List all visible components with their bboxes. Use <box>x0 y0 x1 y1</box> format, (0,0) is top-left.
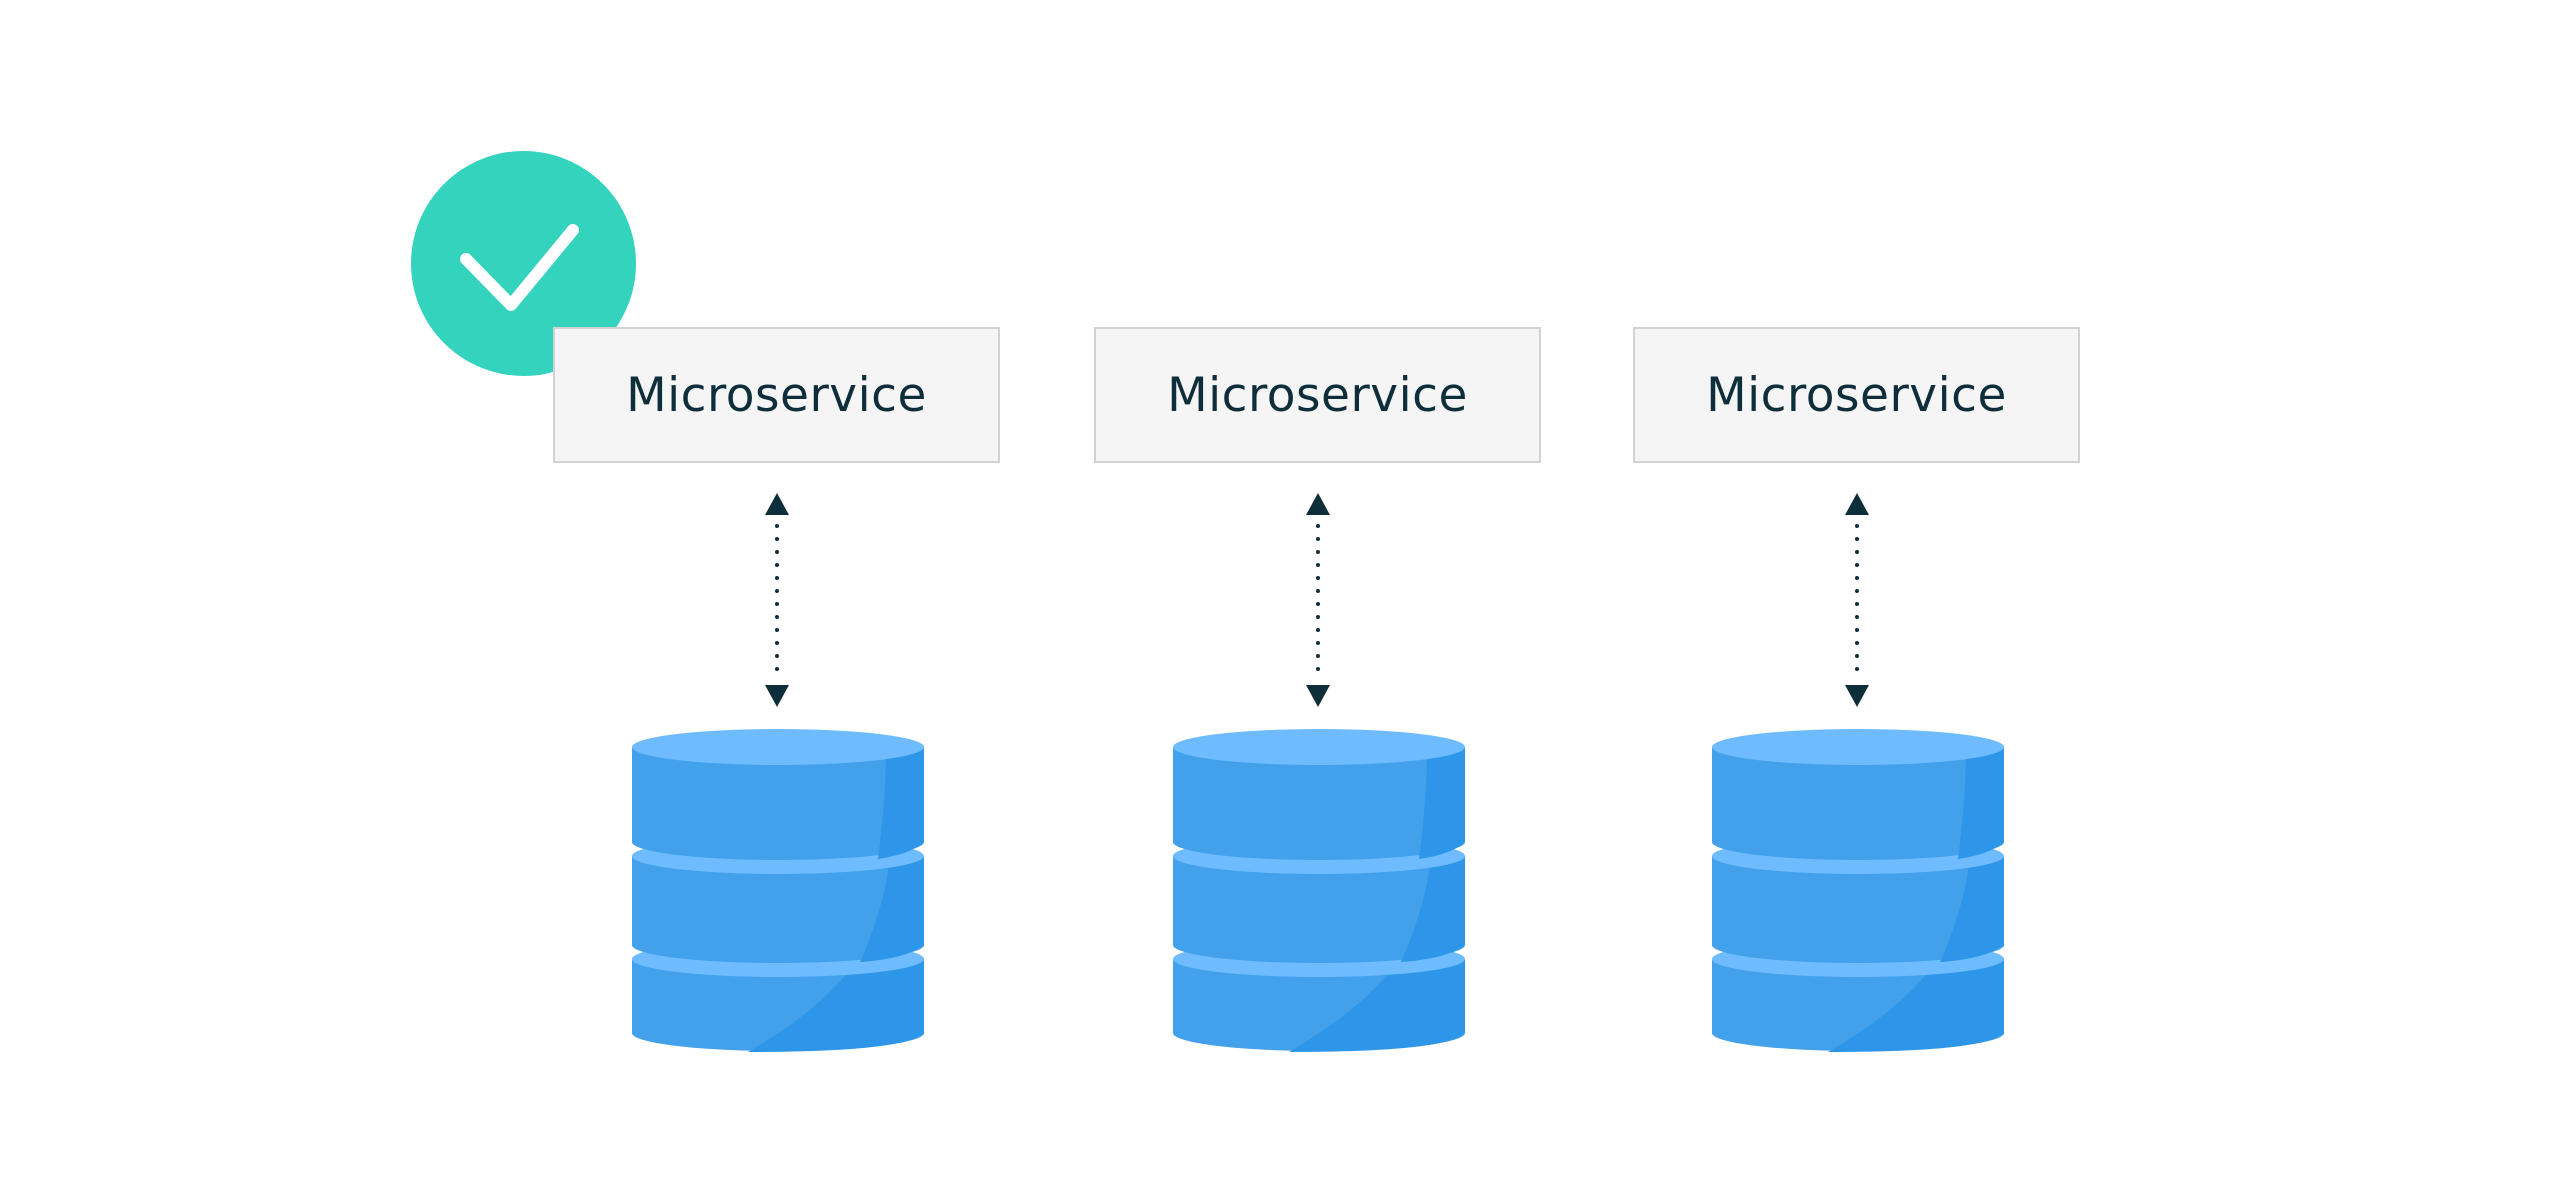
database-icon-3 <box>1712 729 2004 1052</box>
bidirectional-arrow-3 <box>1845 493 1869 707</box>
microservice-label-3: Microservice <box>1706 367 2007 423</box>
checkmark-badge-circle <box>411 151 636 376</box>
microservice-box-1: Microservice <box>553 327 1000 463</box>
microservice-box-2: Microservice <box>1094 327 1541 463</box>
database-icon-1 <box>632 729 924 1052</box>
microservice-label-2: Microservice <box>1167 367 1468 423</box>
microservice-box-3: Microservice <box>1633 327 2080 463</box>
checkmark-badge-icon <box>411 151 636 376</box>
microservice-label-1: Microservice <box>626 367 927 423</box>
bidirectional-arrow-1 <box>765 493 789 707</box>
database-icon-2 <box>1173 729 1465 1052</box>
bidirectional-arrow-2 <box>1306 493 1330 707</box>
checkmark-icon <box>460 224 579 311</box>
